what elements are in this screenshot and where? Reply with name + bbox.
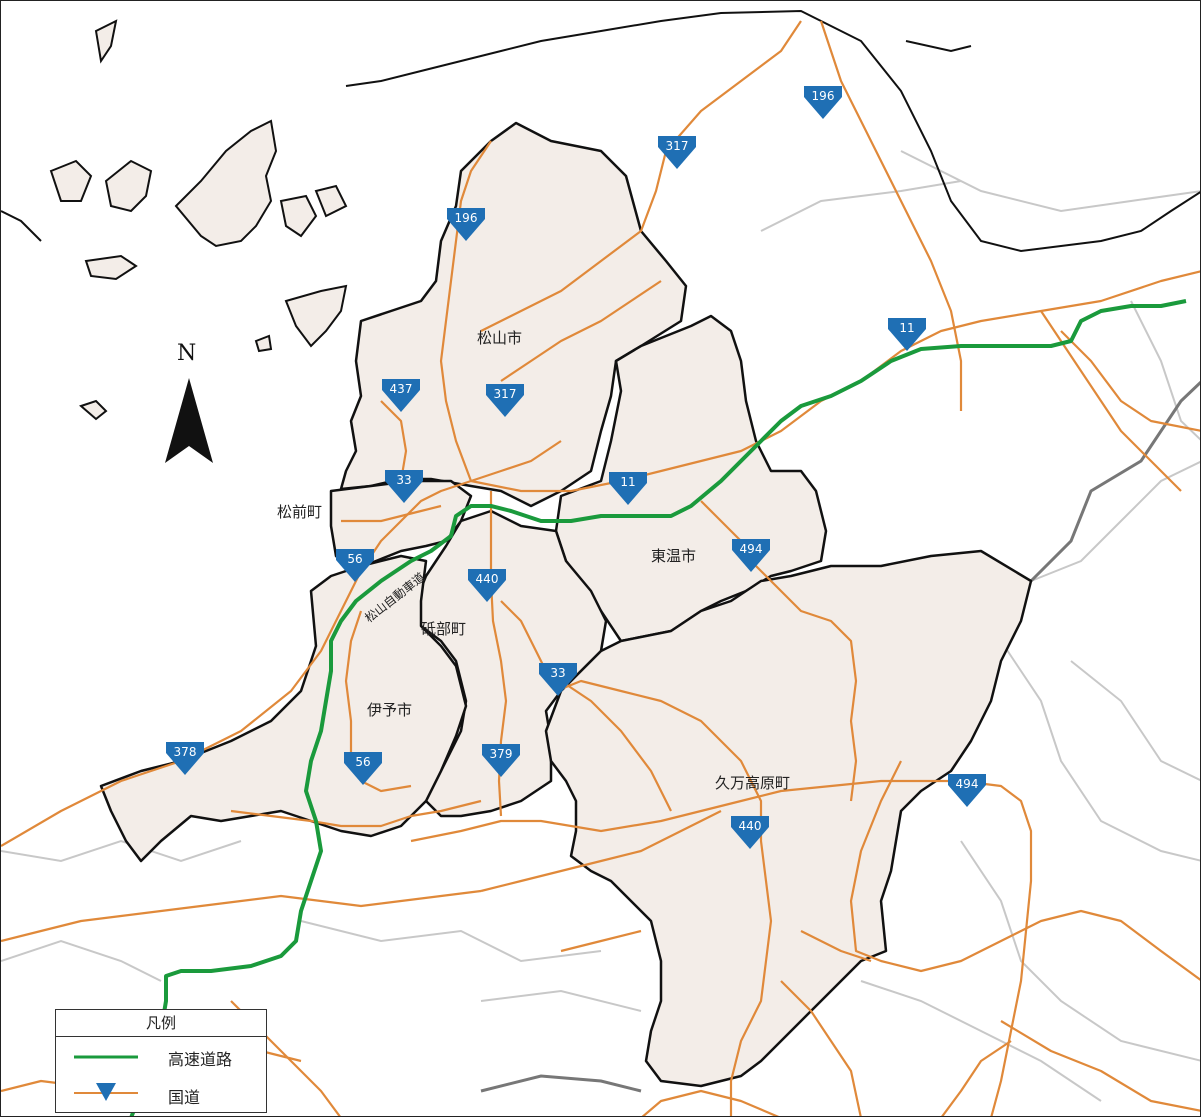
- route-shield-number: 437: [390, 382, 413, 396]
- route-shield-icon: [344, 752, 382, 785]
- route-shield-icon: [732, 539, 770, 572]
- neighbor-boundaries: [1, 150, 1200, 1102]
- area-tobe: [414, 509, 608, 818]
- route-shield-number: 440: [739, 819, 762, 833]
- route-shield-11: 11: [888, 318, 926, 351]
- route-shield-196: 196: [804, 86, 842, 119]
- route-shield-378: 378: [166, 742, 204, 775]
- route-shield-number: 379: [490, 747, 513, 761]
- route-shield-33: 33: [539, 663, 577, 696]
- legend-title: 凡例: [56, 1010, 266, 1037]
- route-shield-icon: [447, 208, 485, 241]
- north-arrow: N: [165, 341, 213, 463]
- legend-expressway-symbol: [74, 1055, 138, 1059]
- route-shield-icon: [731, 816, 769, 849]
- route-shield-icon: [382, 379, 420, 412]
- route-shield-icon: [804, 86, 842, 119]
- route-shield-number: 494: [956, 777, 979, 791]
- mainland-coast: [1, 9, 1200, 253]
- legend: 凡例 高速道路 国道: [55, 1009, 267, 1113]
- route-shield-440: 440: [731, 816, 769, 849]
- route-shield-440: 440: [468, 569, 506, 602]
- route-shield-196: 196: [447, 208, 485, 241]
- route-shield-icon: [888, 318, 926, 351]
- route-shield-11: 11: [609, 472, 647, 505]
- route-shield-317: 317: [486, 384, 524, 417]
- route-shield-icon: [468, 569, 506, 602]
- legend-national-road-label: 国道: [168, 1088, 201, 1107]
- legend-item-expressway: 高速道路: [56, 1037, 266, 1075]
- route-shield-icon: [486, 384, 524, 417]
- route-shield-494: 494: [948, 774, 986, 807]
- route-shield-56: 56: [344, 752, 382, 785]
- route-shields: 196 317 196 437 317 33 11 11 494 56 440 33 378 56 379 4…: [166, 86, 986, 849]
- route-shield-number: 56: [347, 552, 362, 566]
- route-shield-number: 317: [666, 139, 689, 153]
- prefecture-boundary-dark: [480, 380, 1200, 1093]
- route-shield-494: 494: [732, 539, 770, 572]
- north-letter: N: [177, 341, 196, 366]
- route-shield-number: 11: [620, 475, 635, 489]
- route-shield-icon: [948, 774, 986, 807]
- study-area: [99, 121, 1033, 1088]
- route-shield-number: 33: [396, 473, 411, 487]
- label-tobe: 砥部町: [421, 620, 466, 638]
- islands: [49, 19, 348, 421]
- route-shield-icon: [336, 549, 374, 582]
- route-shield-icon: [539, 663, 577, 696]
- route-shield-56: 56: [336, 549, 374, 582]
- route-shield-379: 379: [482, 744, 520, 777]
- route-shield-33: 33: [385, 470, 423, 503]
- expressway-line: [129, 299, 1187, 1116]
- route-shield-number: 378: [174, 745, 197, 759]
- route-shield-number: 33: [550, 666, 565, 680]
- label-matsumae: 松前町: [277, 503, 322, 521]
- route-shield-icon: [166, 742, 204, 775]
- route-shield-number: 317: [494, 387, 517, 401]
- route-shield-437: 437: [382, 379, 420, 412]
- route-shield-number: 494: [740, 542, 763, 556]
- label-iyo: 伊予市: [367, 701, 412, 719]
- national-roads: [1, 20, 1200, 1116]
- label-toon: 東温市: [651, 547, 696, 565]
- route-shield-number: 11: [899, 321, 914, 335]
- route-shield-number: 196: [455, 211, 478, 225]
- route-shield-317: 317: [658, 136, 696, 169]
- area-iyo: [99, 554, 468, 863]
- label-kumakogen: 久万高原町: [715, 774, 790, 792]
- municipality-labels: 松山市 松前町 東温市 砥部町 伊予市 久万高原町: [277, 329, 790, 792]
- legend-item-national-road: 国道: [56, 1075, 266, 1113]
- route-shield-number: 196: [812, 89, 835, 103]
- route-shield-icon: [96, 1083, 116, 1101]
- route-shield-number: 440: [476, 572, 499, 586]
- route-shield-icon: [385, 470, 423, 503]
- area-kumakogen: [544, 549, 1033, 1088]
- legend-expressway-label: 高速道路: [168, 1050, 233, 1069]
- route-shield-icon: [658, 136, 696, 169]
- label-matsuyama: 松山市: [477, 329, 522, 347]
- route-shield-icon: [482, 744, 520, 777]
- route-shield-icon: [609, 472, 647, 505]
- route-shield-number: 56: [355, 755, 370, 769]
- legend-national-road-symbol: [74, 1083, 138, 1101]
